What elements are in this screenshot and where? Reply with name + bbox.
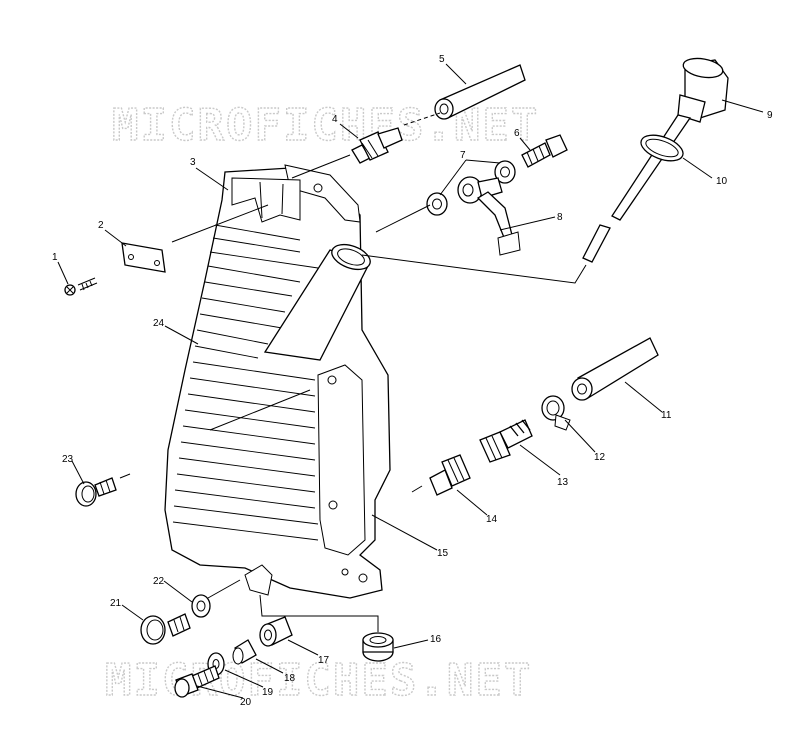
callout-23: 23 xyxy=(62,454,74,465)
part-12-hose-clamp xyxy=(541,395,571,431)
dipstick-lower xyxy=(582,224,611,263)
callout-4: 4 xyxy=(332,114,338,125)
part-18-spacer xyxy=(232,639,257,665)
callout-8: 8 xyxy=(557,212,563,223)
callout-7: 7 xyxy=(460,150,466,161)
oil-tank xyxy=(164,164,391,599)
callout-12: 12 xyxy=(594,452,606,463)
callout-9: 9 xyxy=(767,110,773,121)
part-13-fitting xyxy=(479,419,533,463)
callout-15: 15 xyxy=(437,548,449,559)
part-10-o-ring xyxy=(640,134,684,162)
callout-20: 20 xyxy=(240,697,252,708)
callout-22: 22 xyxy=(153,576,165,587)
part-14-fitting xyxy=(429,454,471,496)
part-7-washers xyxy=(426,160,516,216)
callout-13: 13 xyxy=(557,477,569,488)
callout-labels: 1 2 3 4 5 6 7 8 9 10 11 12 13 14 15 16 1… xyxy=(52,54,773,708)
callout-21: 21 xyxy=(110,598,122,609)
callout-1: 1 xyxy=(52,252,58,263)
part-1-screw xyxy=(64,277,98,296)
watermark-top: MICROFICHES.NET xyxy=(112,100,539,151)
callout-3: 3 xyxy=(190,157,196,168)
callout-11: 11 xyxy=(661,410,672,421)
callout-16: 16 xyxy=(430,634,442,645)
part-20-bolt xyxy=(174,665,220,698)
callout-19: 19 xyxy=(262,687,274,698)
callout-17: 17 xyxy=(318,655,330,666)
part-21-flange-bolt xyxy=(140,613,191,645)
callout-18: 18 xyxy=(284,673,296,684)
callout-5: 5 xyxy=(439,54,445,65)
callout-6: 6 xyxy=(514,128,520,139)
part-2-bracket xyxy=(121,242,166,273)
part-16-grommet xyxy=(362,632,394,662)
part-5-vent-hose xyxy=(434,64,526,120)
callout-14: 14 xyxy=(486,514,498,525)
part-23-bolt xyxy=(75,477,117,507)
part-8-banjo-pipe xyxy=(457,176,521,256)
watermark-bottom: MICROFICHES.NET xyxy=(105,655,532,706)
part-17-rubber-mount xyxy=(259,616,293,647)
part-6-bolt xyxy=(521,134,568,168)
callout-10: 10 xyxy=(716,176,728,187)
assembly-lines xyxy=(119,112,587,632)
callout-24: 24 xyxy=(153,318,165,329)
part-9-dipstick-cap xyxy=(611,57,729,221)
tank-ribs xyxy=(172,224,319,541)
callout-2: 2 xyxy=(98,220,104,231)
part-4-fitting xyxy=(351,127,403,164)
leader-lines xyxy=(57,63,764,699)
part-22-washer xyxy=(191,594,211,618)
part-11-return-hose xyxy=(571,337,659,401)
